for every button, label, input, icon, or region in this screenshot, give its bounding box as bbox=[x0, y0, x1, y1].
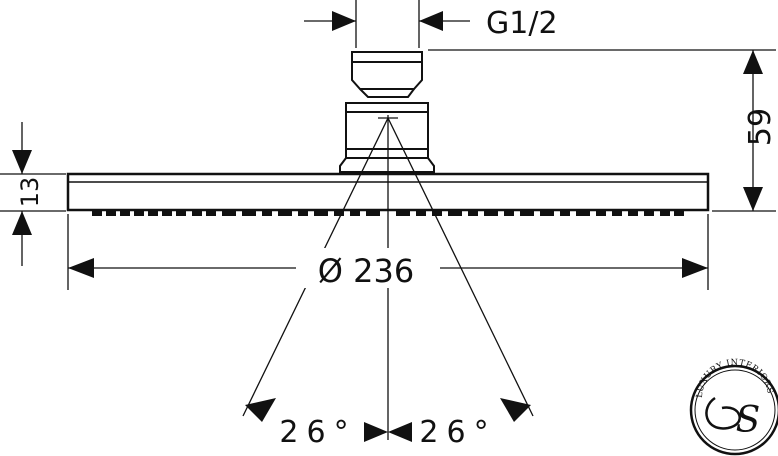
angle-left-label: 26° bbox=[279, 415, 356, 450]
diameter-label-backdrop bbox=[304, 248, 428, 288]
logo-monogram: S bbox=[736, 400, 761, 441]
height-dimension bbox=[428, 49, 776, 212]
diameter-dimension bbox=[67, 214, 709, 290]
thread-size-label: G1/2 bbox=[486, 6, 558, 41]
angle-dimension bbox=[245, 398, 531, 442]
thickness-dimension bbox=[0, 122, 66, 266]
height-label: 59 bbox=[743, 108, 778, 146]
angle-right-label: 26° bbox=[419, 415, 496, 450]
thickness-label: 13 bbox=[16, 177, 44, 208]
luxury-interiors-logo: LUXURY INTERIORS S bbox=[689, 358, 778, 456]
connector-body bbox=[339, 51, 435, 173]
spray-line-right bbox=[387, 117, 534, 417]
thread-dimension bbox=[304, 0, 470, 48]
nozzle-row bbox=[92, 211, 684, 216]
diameter-label: Ø 236 bbox=[318, 252, 414, 290]
